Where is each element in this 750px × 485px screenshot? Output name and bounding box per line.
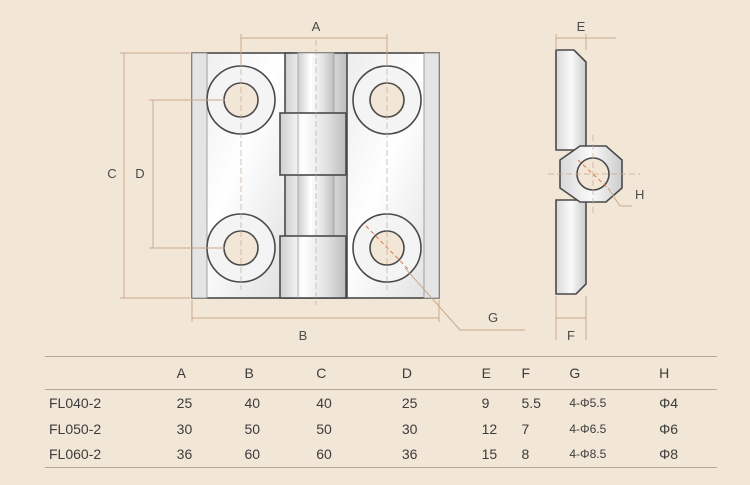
dimension-h: H <box>607 187 644 207</box>
table-row: FL040-2 25 40 40 25 9 5.5 4-Φ5.5 Φ4 <box>45 390 717 416</box>
centre-lines <box>240 40 388 305</box>
table-header-e: E <box>481 356 522 390</box>
table-cell-e: 15 <box>481 441 522 468</box>
table-cell-a: 25 <box>176 394 193 411</box>
table-header-d: D <box>401 356 482 390</box>
table-cell-c: 40 <box>316 394 332 411</box>
hole-bottom-right <box>352 213 422 283</box>
table-row: FL050-2 30 50 50 30 12 7 4-Φ6.5 Φ6 <box>45 416 717 442</box>
dimension-f: F <box>555 296 587 340</box>
table-cell-f: 7 <box>521 420 530 437</box>
table-cell-a: 30 <box>176 420 193 437</box>
dimension-label-a: A <box>312 19 321 34</box>
dimension-c: C <box>107 52 190 299</box>
dimension-label-h: H <box>635 187 644 202</box>
table-cell-a: 36 <box>176 441 245 468</box>
dimension-label-b: B <box>299 328 308 340</box>
dimension-a: A <box>240 19 388 66</box>
table-cell-c: 60 <box>316 441 402 468</box>
table-header-row: A B C D E F G H <box>45 356 717 390</box>
table-cell-d: 30 <box>401 420 418 437</box>
table-cell-d: 25 <box>401 394 418 411</box>
dimension-e: E <box>555 19 616 50</box>
table-cell-model: FL040-2 <box>49 394 102 411</box>
knuckle-segment-upper <box>279 112 347 176</box>
dimension-b: B <box>191 300 440 340</box>
table-header-h: H <box>659 356 717 390</box>
dimension-g: G <box>404 267 525 331</box>
hinge-technical-drawing: A B C D G E <box>107 19 644 340</box>
table-header-b: B <box>244 356 317 390</box>
table-cell-b: 60 <box>244 441 317 468</box>
table-cell-b: 40 <box>244 394 261 411</box>
table-cell-d: 36 <box>401 441 482 468</box>
table-cell-g: 4-Φ8.5 <box>569 441 660 468</box>
table-cell-e: 12 <box>481 420 498 437</box>
table-cell-h: Φ4 <box>659 394 679 411</box>
table-header-a: A <box>176 356 245 390</box>
knuckle-segment-lower <box>279 235 347 299</box>
table-cell-model: FL050-2 <box>49 420 102 437</box>
table-cell-f: 5.5 <box>521 394 541 411</box>
table-cell-g: 4-Φ6.5 <box>569 421 607 436</box>
table-cell-c: 50 <box>316 420 332 437</box>
table-cell-g: 4-Φ5.5 <box>569 395 607 410</box>
side-view <box>548 49 640 295</box>
dimension-label-g: G <box>488 310 498 325</box>
table-cell-e: 9 <box>481 394 490 411</box>
dimension-label-e: E <box>577 19 586 34</box>
spec-table: A B C D E F G H FL040-2 25 40 40 25 9 5.… <box>45 356 717 468</box>
side-leaf-upper <box>555 49 587 151</box>
right-leaf-edge <box>423 52 440 299</box>
table-header-c: C <box>316 356 402 390</box>
dimension-d: D <box>135 99 225 249</box>
table-cell-h: Φ8 <box>659 441 717 468</box>
left-leaf-edge <box>191 52 208 299</box>
table-cell-f: 8 <box>521 441 570 468</box>
table-cell-model: FL060-2 <box>45 441 177 468</box>
hole-bottom-left <box>206 213 276 283</box>
dimension-label-f: F <box>567 328 575 340</box>
table-header-g: G <box>569 356 660 390</box>
table-row: FL060-2 36 60 60 36 15 8 4-Φ8.5 Φ8 <box>45 441 717 468</box>
dimension-label-d: D <box>135 166 144 181</box>
table-header-model <box>45 356 177 390</box>
table-header-f: F <box>521 356 570 390</box>
table-cell-b: 50 <box>244 420 261 437</box>
side-leaf-lower <box>555 199 587 295</box>
dimension-label-c: C <box>107 166 116 181</box>
front-view <box>191 40 440 305</box>
table-cell-h: Φ6 <box>659 420 679 437</box>
